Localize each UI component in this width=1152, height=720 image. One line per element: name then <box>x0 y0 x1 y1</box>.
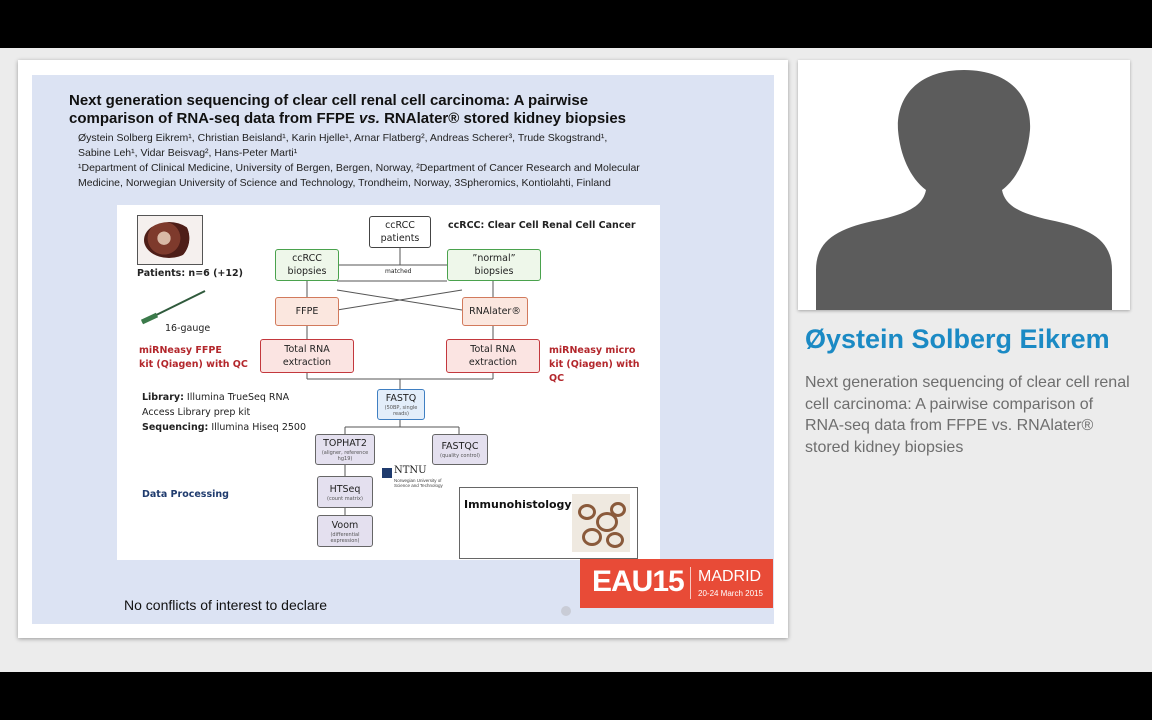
slide-title: Next generation sequencing of clear cell… <box>69 92 749 128</box>
node-ffpe: FFPE <box>275 297 339 326</box>
slide-authors: Øystein Solberg Eikrem¹, Christian Beisl… <box>78 132 608 159</box>
patients-label: Patients: n=6 (+12) <box>137 268 243 279</box>
library-info: Library: Illumina TrueSeq RNA Access Lib… <box>142 392 306 433</box>
speaker-avatar <box>798 60 1130 310</box>
talk-title: Next generation sequencing of clear cell… <box>805 374 1130 456</box>
gauge-label: 16-gauge <box>165 323 211 334</box>
slide: Next generation sequencing of clear cell… <box>32 75 774 624</box>
node-voom: Voom(differential expression) <box>317 515 373 547</box>
diagram-header: ccRCC: Clear Cell Renal Cell Cancer <box>448 220 636 231</box>
histology-image <box>572 494 630 552</box>
ntnu-logo: NTNU Norwegian University of Science and… <box>382 465 452 495</box>
conflicts-statement: No conflicts of interest to declare <box>124 597 328 613</box>
slide-nav-dot[interactable] <box>561 606 571 616</box>
node-htseq: HTSeq(count matrix) <box>317 476 373 508</box>
tissue-sample-image <box>137 215 203 265</box>
node-rnalater: RNAlater® <box>462 297 528 326</box>
player-stage: Next generation sequencing of clear cell… <box>0 48 1152 672</box>
speaker-name: Øystein Solberg Eikrem <box>805 324 1110 354</box>
node-fastqc: FASTQC(quality control) <box>432 434 488 465</box>
eau15-logo: EAU15 MADRID 20-24 March 2015 <box>580 559 773 608</box>
matched-label: matched <box>385 268 412 275</box>
node-fastq: FASTQ(50BP, single reads) <box>377 389 425 420</box>
slide-card: Next generation sequencing of clear cell… <box>18 60 788 638</box>
workflow-diagram: Patients: n=6 (+12) 16-gauge ccRCC: Clea… <box>117 205 660 560</box>
slide-affiliations: ¹Department of Clinical Medicine, Univer… <box>78 162 640 189</box>
immunohistology-box: Immunohistology <box>459 487 638 559</box>
slide-title-line2: comparison of RNA-seq data from FFPE vs.… <box>69 110 627 127</box>
node-tophat2: TOPHAT2(aligner, reference hg19) <box>315 434 375 465</box>
data-processing-label: Data Processing <box>142 489 229 500</box>
node-normal-biopsies: ”normal”biopsies <box>447 249 541 281</box>
needle-icon <box>140 290 206 325</box>
slide-title-line1: Next generation sequencing of clear cell… <box>69 92 589 109</box>
